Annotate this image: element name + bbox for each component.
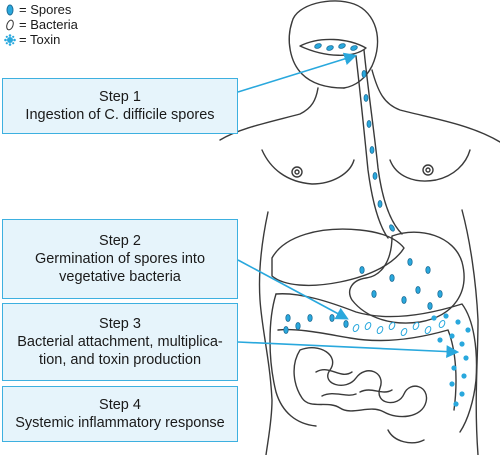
legend-bacteria-label: = Bacteria [19,17,78,32]
toxin-icon [4,33,16,46]
face-outline [288,21,345,89]
step-2-title: Step 2 [99,233,141,249]
esophagus-right [363,49,403,235]
legend-row-toxin: = Toxin [4,32,78,47]
small-intestine-coil [315,369,393,397]
toxins [431,313,471,407]
colon-outer [275,293,478,433]
head-outline [291,0,379,89]
step-2-text-line-1: Germination of spores into [34,251,206,267]
right-flank [461,209,479,455]
left-pectoral [261,149,355,185]
step-2-box: Step 2 Germination of spores into vegeta… [2,219,238,299]
oral-cavity [299,38,367,56]
esophagus-left [355,55,389,239]
legend-spores-label: = Spores [19,2,72,17]
step-1-title: Step 1 [99,89,141,105]
left-nipple [291,166,303,178]
stomach-outline [348,231,465,324]
right-areola [425,167,431,173]
right-pectoral [389,149,471,182]
step-2-text-line-2: vegetative bacteria [59,269,181,285]
rectum-outline [387,429,425,444]
legend-row-spores: = Spores [4,2,78,17]
small-intestine-loops [293,347,428,418]
step-1-box: Step 1 Ingestion of C. difficile spores [2,78,238,134]
step-3-text-line-2: tion, and toxin production [38,352,202,368]
legend: = Spores = Bacteria = Toxin [4,2,78,47]
right-nipple [422,164,434,176]
step1-arrow [237,52,358,93]
step-3-title: Step 3 [99,316,141,332]
step-3-box: Step 3 Bacterial attachment, multiplica-… [2,303,238,381]
liver-outline [271,228,405,287]
legend-toxin-label: = Toxin [19,32,61,47]
step3-arrow [237,341,460,358]
left-flank [258,211,273,455]
step2-arrow [237,259,349,320]
spore-icon [6,4,14,15]
colon-inner [277,328,457,411]
step-4-box: Step 4 Systemic inflammatory response [2,386,238,442]
spores [283,43,443,334]
right-shoulder [371,69,500,143]
left-areola [294,169,300,175]
step-1-text: Ingestion of C. difficile spores [25,107,215,123]
bacteria-icon [6,19,14,30]
step-4-text: Systemic inflammatory response [15,415,225,431]
ascending-colon [269,293,317,427]
bacteria [352,319,446,337]
legend-row-bacteria: = Bacteria [4,17,78,32]
step-4-title: Step 4 [99,397,141,413]
step-3-text-line-1: Bacterial attachment, multiplica- [17,334,223,350]
